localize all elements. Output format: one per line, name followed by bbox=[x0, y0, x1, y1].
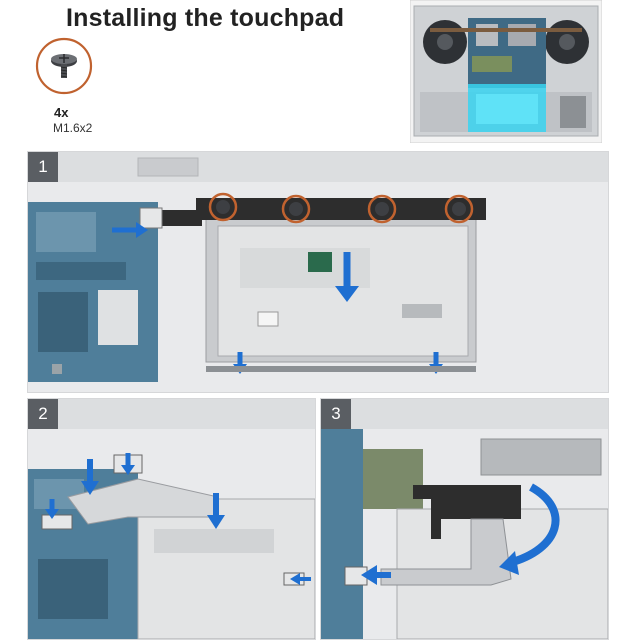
step-3-panel: 3 bbox=[320, 398, 609, 640]
screw-icon bbox=[34, 36, 94, 96]
step-3-badge: 3 bbox=[321, 399, 351, 429]
screw-quantity: 4x bbox=[54, 105, 68, 120]
step-2-panel: 2 bbox=[27, 398, 316, 640]
screw-size: M1.6x2 bbox=[53, 121, 92, 135]
step-1-badge: 1 bbox=[28, 152, 58, 182]
step-1-panel: 1 bbox=[27, 151, 609, 393]
overview-laptop-image bbox=[410, 0, 602, 143]
page-title: Installing the touchpad bbox=[66, 4, 344, 33]
step-2-badge: 2 bbox=[28, 399, 58, 429]
